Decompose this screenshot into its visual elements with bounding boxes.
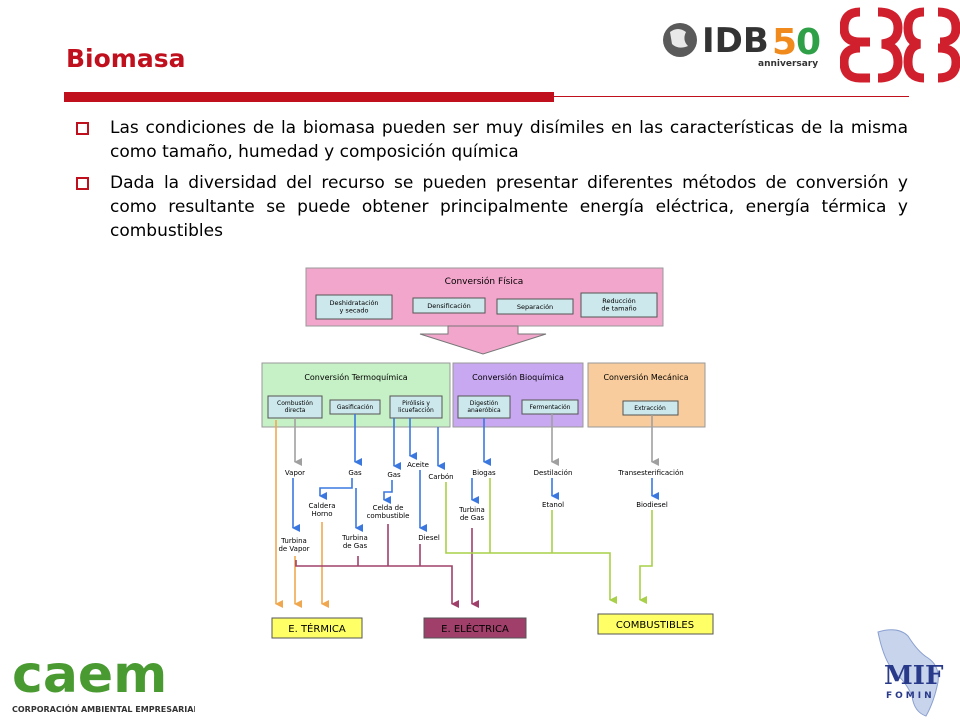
idb-50-logo: IDB 5 0 anniversary [663,21,821,69]
bullet-item: Las condiciones de la biomasa pueden ser… [72,116,908,164]
fermentation-label: Fermentación [530,404,571,411]
vapor-label: Vapor [285,469,305,477]
size-reduction-box [580,292,658,318]
thermochemical-title: Conversión Termoquímica [304,372,407,382]
transesterificacion-label: Transesterificación [617,469,683,477]
square-bullet-icon [76,177,89,190]
caem-logo: caem CORPORACIÓN AMBIENTAL EMPRESARIAL [12,645,195,714]
fuels-label: COMBUSTIBLES [616,620,694,631]
mechanical-title: Conversión Mecánica [603,372,688,382]
bullet-item: Dada la diversidad del recurso se pueden… [72,171,908,243]
fuels-box [597,613,714,635]
caem-logo-text: caem [12,645,167,705]
square-bullet-icon [76,122,89,135]
extraction-label: Extracción [634,405,666,412]
down-arrow-icon [419,325,547,355]
bullet-text: Las condiciones de la biomasa pueden ser… [110,118,908,162]
biochemical-title: Conversión Bioquímica [472,372,564,382]
electric-energy-box [423,617,527,639]
title-underline-thin [554,96,909,97]
separation-box [496,298,574,315]
slide-title: Biomasa [66,44,186,73]
extraction-box [622,400,679,416]
densification-label: Densificación [427,302,470,310]
biogas-label: Biogas [472,469,496,477]
densification-box [412,297,486,314]
diesel-label: Diesel [418,534,440,542]
destilacion-label: Destilación [534,469,573,477]
mif-fomin-logo: MIF FOMIN [877,629,944,717]
bullet-text: Dada la diversidad del recurso se pueden… [110,173,908,241]
thermal-energy-label: E. TÉRMICA [288,622,346,635]
gas-label-1: Gas [348,469,362,477]
idb-anniversary: anniversary [758,59,818,69]
pyrolysis-box [389,395,443,419]
gas-label-2: Gas [387,471,401,479]
emblem-logo [840,7,960,83]
separation-label: Separación [517,303,553,311]
title-underline-thick [64,92,554,102]
fomin-text: FOMIN [886,691,935,701]
electric-energy-label: E. ELÉCTRICA [441,622,509,635]
mechanical-box [587,362,706,428]
caem-logo-subtitle: CORPORACIÓN AMBIENTAL EMPRESARIAL [12,703,195,714]
bullet-list: Las condiciones de la biomasa pueden ser… [72,116,908,250]
gasification-label: Gasificación [337,404,374,411]
mif-text: MIF [884,661,944,691]
dehydration-box [315,294,393,320]
carbon-label: Carbón [428,473,453,481]
aceite-label: Aceite [407,461,429,469]
idb-five: 5 [772,22,797,63]
fermentation-box [521,399,579,415]
thermal-energy-box [271,617,363,639]
idb-text: IDB [702,21,769,61]
idb-zero: 0 [796,22,821,63]
etanol-label: Etanol [542,501,564,509]
physical-conversion-title: Conversión Física [445,276,524,287]
biodiesel-label: Biodiesel [636,501,668,509]
